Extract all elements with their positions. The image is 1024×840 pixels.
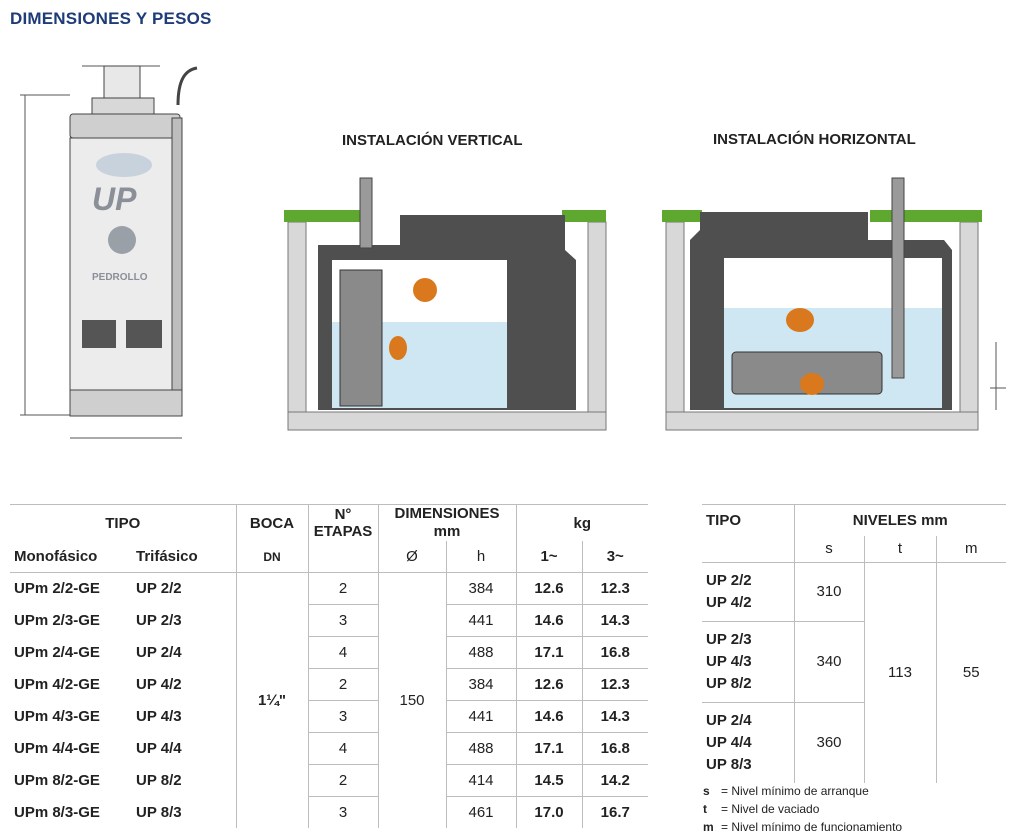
header-boca: BOCA bbox=[235, 504, 308, 541]
header-kg: kg bbox=[515, 504, 648, 541]
levels-header-tipo: TIPO bbox=[706, 512, 742, 529]
vertical-installation-title: INSTALACIÓN VERTICAL bbox=[342, 132, 523, 149]
levels-header-s: s bbox=[793, 536, 864, 562]
horizontal-installation-diagram bbox=[662, 177, 1006, 431]
page-title: DIMENSIONES Y PESOS bbox=[10, 9, 212, 28]
header-tipo: TIPO bbox=[105, 514, 141, 532]
header-etapas: N°ETAPAS bbox=[307, 504, 378, 541]
legend-item: s= Nivel mínimo de arranque bbox=[703, 784, 869, 798]
legend-item: t= Nivel de vaciado bbox=[703, 802, 820, 816]
diameter-value: 150 bbox=[377, 572, 446, 828]
pump-maker-logo: PEDROLLO bbox=[92, 272, 148, 283]
t-value: 113 bbox=[863, 562, 936, 783]
levels-header-niveles: NIVELES mm bbox=[793, 504, 1006, 536]
pump-brand-logo: UP bbox=[92, 181, 137, 217]
header-h: h bbox=[445, 541, 516, 573]
levels-legend: s= Nivel mínimo de arranque t= Nivel de … bbox=[703, 782, 902, 836]
levels-header-t: t bbox=[863, 536, 936, 562]
header-kg-1: 1~ bbox=[515, 541, 582, 573]
horizontal-installation-title: INSTALACIÓN HORIZONTAL bbox=[713, 131, 916, 148]
illustrations: UP PEDROLLO bbox=[20, 65, 1006, 439]
header-diameter: Ø bbox=[377, 541, 446, 573]
vertical-installation-diagram bbox=[284, 177, 607, 431]
levels-header-m: m bbox=[935, 536, 1006, 562]
header-monofasico: Monofásico bbox=[14, 548, 98, 565]
m-value: 55 bbox=[935, 562, 1006, 783]
legend-item: m= Nivel mínimo de funcionamiento bbox=[703, 820, 903, 834]
header-dn: DN bbox=[235, 541, 308, 573]
header-trifasico: Trifásico bbox=[136, 548, 198, 565]
boca-value: 1¼" bbox=[235, 572, 308, 828]
header-kg-3: 3~ bbox=[581, 541, 648, 573]
pump-drawing: UP PEDROLLO bbox=[20, 65, 198, 439]
